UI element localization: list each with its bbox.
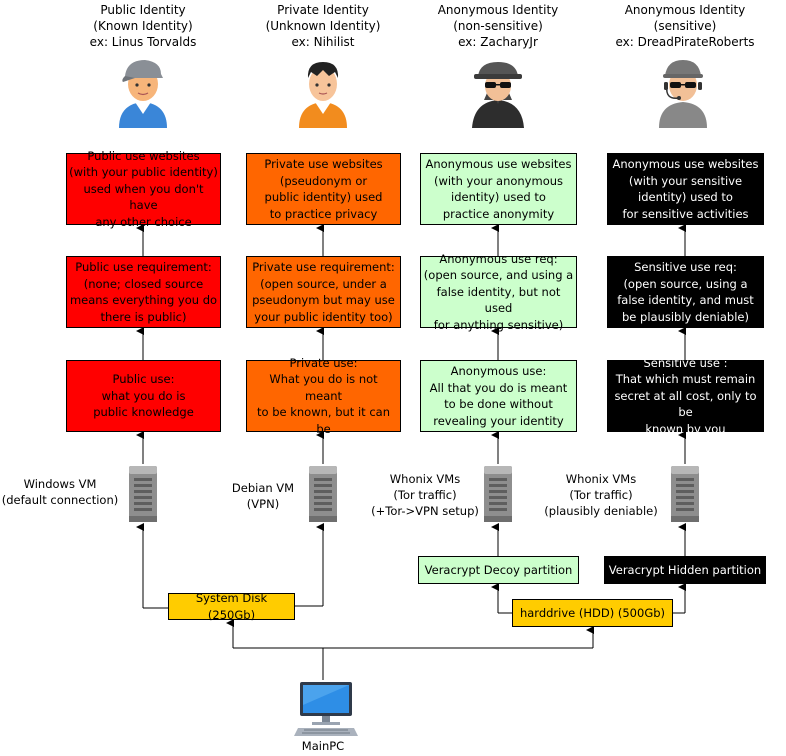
anonymous-websites-box: Anonymous use websites(with your anonymo…: [420, 153, 577, 225]
sensitive-user-icon: [659, 60, 707, 128]
harddrive-hdd: harddrive (HDD) (500Gb): [512, 599, 673, 627]
sensitive-websites-box: Anonymous use websites(with your sensiti…: [607, 153, 764, 225]
whonix-vm-sensitive-label: Whonix VMs(Tor traffic)(plausibly deniab…: [544, 472, 658, 518]
system-disk: System Disk (250Gb): [168, 591, 295, 622]
veracrypt-decoy-partition: Veracrypt Decoy partition: [418, 556, 579, 584]
whonix-vm-anonymous-label: Whonix VMs(Tor traffic)(+Tor->VPN setup): [371, 472, 479, 518]
mainpc-label: MainPC: [301, 739, 345, 753]
computer-icon: [294, 682, 358, 736]
public-requirement-box: Public use requirement:(none; closed sou…: [66, 256, 221, 328]
anonymous-user-icon: [472, 62, 524, 128]
public-websites-box: Public use websites(with your public ide…: [66, 149, 221, 229]
header-sensitive-identity: Anonymous Identity(sensitive)ex: DreadPi…: [615, 3, 755, 49]
public-user-icon: [119, 60, 167, 128]
server-icon: [484, 466, 512, 522]
windows-vm-label: Windows VM(default connection): [1, 477, 119, 507]
debian-vm-label: Debian VM(VPN): [231, 481, 295, 511]
anonymous-requirement-box: Anonymous use req:(open source, and usin…: [420, 252, 577, 332]
veracrypt-hidden-partition: Veracrypt Hidden partition: [604, 556, 766, 584]
server-icon: [309, 466, 337, 522]
server-icon: [671, 466, 699, 522]
private-requirement-box: Private use requirement:(open source, un…: [246, 256, 401, 328]
header-anonymous-identity: Anonymous Identity(non-sensitive)ex: Zac…: [437, 3, 559, 49]
header-public-identity: Public Identity(Known Identity)ex: Linus…: [89, 3, 197, 49]
private-user-icon: [299, 62, 347, 128]
server-icon: [129, 466, 157, 522]
header-private-identity: Private Identity(Unknown Identity)ex: Ni…: [265, 3, 381, 49]
